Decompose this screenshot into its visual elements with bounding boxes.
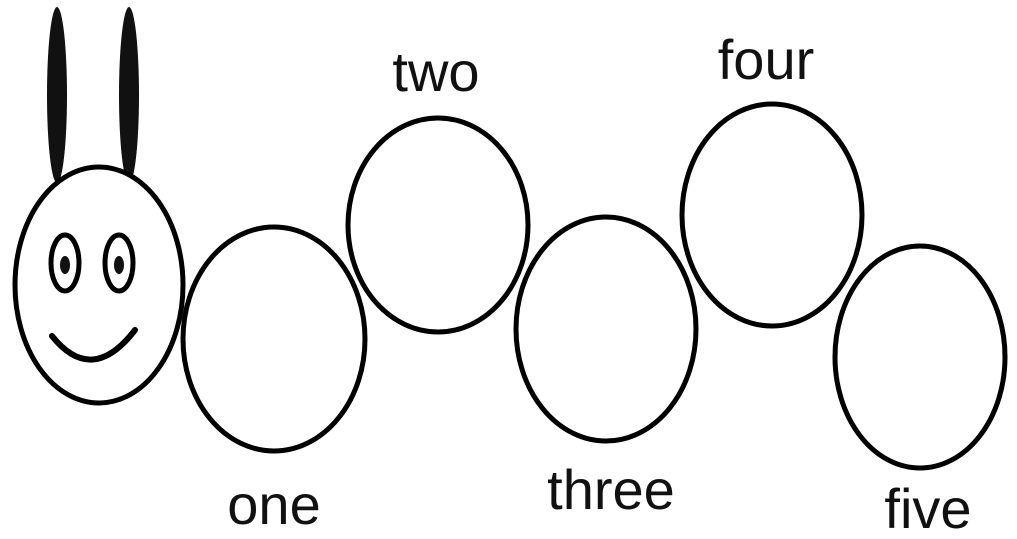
label-two: two bbox=[392, 40, 479, 103]
caterpillar-head-group bbox=[12, 7, 186, 406]
label-four: four bbox=[718, 28, 815, 91]
smile bbox=[49, 327, 138, 363]
label-three: three bbox=[547, 458, 675, 521]
body-segment-five bbox=[832, 243, 1008, 471]
body-segment-two bbox=[345, 115, 531, 335]
body-segment-four bbox=[679, 101, 865, 329]
right-antenna bbox=[119, 7, 139, 183]
body-segments bbox=[180, 101, 1008, 471]
body-segment-three bbox=[513, 214, 699, 444]
label-one: one bbox=[227, 473, 320, 536]
left-eye bbox=[48, 232, 82, 294]
label-five: five bbox=[884, 477, 971, 539]
body-segment-one bbox=[180, 224, 368, 454]
segment-labels: one two three four five bbox=[227, 28, 971, 539]
left-antenna bbox=[47, 7, 67, 183]
caterpillar-head bbox=[12, 164, 186, 406]
right-eye bbox=[102, 232, 136, 294]
